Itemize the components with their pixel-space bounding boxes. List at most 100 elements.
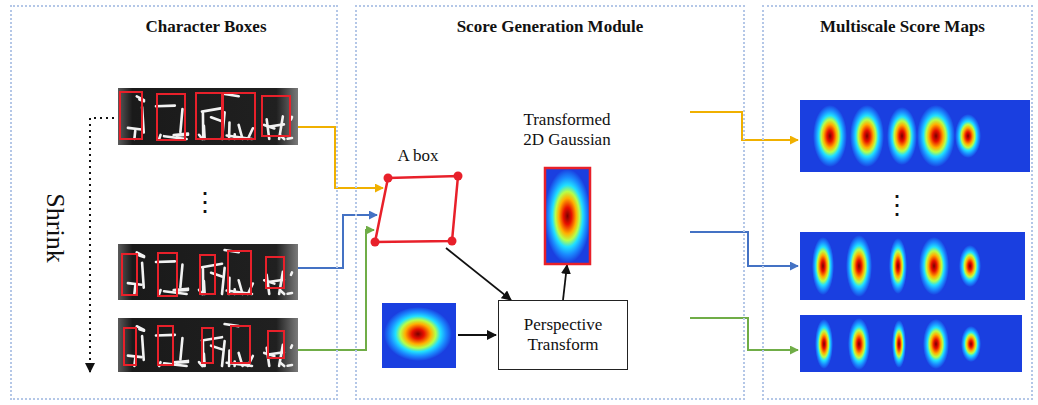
glyph-stroke	[239, 125, 243, 139]
gaussian-border	[545, 168, 590, 264]
character-strips	[118, 88, 298, 372]
node-label: A box	[368, 146, 468, 166]
glyph-stroke	[180, 338, 182, 360]
glyph-stroke	[248, 128, 253, 139]
glyph-stroke	[202, 264, 222, 267]
character-glyph	[128, 252, 144, 294]
gaussian-blob	[850, 105, 884, 167]
glyph-stroke	[128, 283, 142, 285]
panel-title: Character Boxes	[12, 17, 336, 37]
corner-dot	[448, 237, 457, 246]
process-box: Perspective Transform	[498, 300, 628, 370]
character-box	[268, 331, 284, 358]
character-box	[158, 326, 173, 365]
box-label: Perspective Transform	[499, 313, 627, 358]
corner-dot	[454, 172, 463, 181]
score-blobs	[813, 105, 981, 167]
character-box	[124, 328, 136, 365]
character-glyph	[222, 250, 253, 294]
score-map	[800, 315, 1022, 372]
ellipsis: ⋮	[884, 190, 910, 221]
character-box	[158, 253, 177, 296]
gaussian-blob	[961, 326, 981, 362]
quad-box: A box	[368, 146, 468, 248]
glyph-stroke	[128, 356, 142, 358]
glyph-stroke	[202, 108, 222, 112]
glyph-stroke	[268, 280, 284, 282]
glyph-stroke	[177, 133, 188, 136]
gaussian-blob	[815, 319, 833, 369]
glyph-stroke	[139, 329, 144, 331]
glyph-stroke	[202, 337, 222, 340]
character-box	[262, 96, 290, 136]
gaussian-blob	[813, 105, 847, 167]
glyph-stroke	[159, 135, 160, 139]
character-box	[122, 254, 137, 295]
character-glyph	[156, 335, 188, 366]
stage-panel: Score Generation ModuleA boxTransformed …	[355, 5, 745, 400]
glyph-stroke	[279, 272, 283, 294]
node-label: Transformed 2D Gaussian	[515, 110, 619, 149]
character-box	[223, 93, 255, 139]
glyph-stroke	[222, 268, 225, 294]
character-box	[231, 326, 250, 363]
glyph-stroke	[202, 113, 205, 139]
glyph-stroke	[291, 272, 292, 274]
axis-label: Shrink	[40, 193, 70, 262]
character-glyph	[156, 261, 188, 294]
glyph-stroke	[174, 289, 188, 290]
character-glyph	[199, 108, 222, 139]
glyph-stroke	[288, 137, 292, 140]
score-maps	[800, 100, 1030, 372]
input-arrow	[458, 334, 496, 336]
glyph-stroke	[239, 280, 243, 294]
glyph-stroke	[211, 117, 222, 121]
gaussian-blob	[892, 320, 906, 368]
scale-line	[298, 230, 374, 350]
corner-dot	[371, 238, 380, 247]
text-strip	[118, 244, 298, 300]
glyph-stroke	[139, 255, 144, 257]
flow-arrow	[563, 265, 567, 300]
glyph-stroke	[177, 289, 188, 292]
glyph-stroke	[156, 104, 175, 107]
scale-line	[298, 127, 383, 188]
character-box	[202, 328, 213, 363]
glyph-stroke	[174, 361, 188, 362]
gaussian-blob	[812, 237, 834, 295]
score-blobs	[815, 318, 981, 370]
glyph-stroke	[288, 292, 292, 295]
glyph-stroke	[225, 94, 239, 96]
glyph-stroke	[239, 353, 243, 366]
character-box	[157, 94, 185, 140]
glyph-stroke	[211, 273, 222, 277]
gaussian-image	[382, 303, 456, 368]
flow-arrow	[446, 248, 511, 300]
character-glyph	[199, 264, 222, 294]
glyph-stroke	[180, 109, 182, 132]
gaussian-blob	[889, 238, 907, 294]
gaussian-blob	[887, 107, 917, 165]
text-strip	[118, 318, 298, 372]
glyph-stroke	[133, 131, 137, 139]
character-box	[196, 93, 222, 139]
glyph-stroke	[180, 265, 182, 288]
gaussian-ground	[545, 168, 590, 264]
text-strip	[118, 88, 298, 145]
shrink-arrow	[90, 118, 114, 372]
glyph-stroke	[137, 326, 144, 330]
glyph-stroke	[159, 290, 160, 294]
character-box	[120, 92, 142, 139]
gaussian-blob	[545, 169, 591, 263]
glyph-stroke	[288, 364, 292, 367]
score-blobs	[812, 235, 981, 297]
glyph-stroke	[164, 136, 187, 139]
glyph-stroke	[203, 354, 206, 366]
gaussian-blob	[917, 105, 955, 167]
glyph-stroke	[164, 291, 187, 294]
glyph-stroke	[267, 275, 270, 294]
gaussian-blob	[846, 235, 872, 297]
gaussian-blob	[923, 319, 949, 369]
character-glyph	[264, 272, 292, 294]
